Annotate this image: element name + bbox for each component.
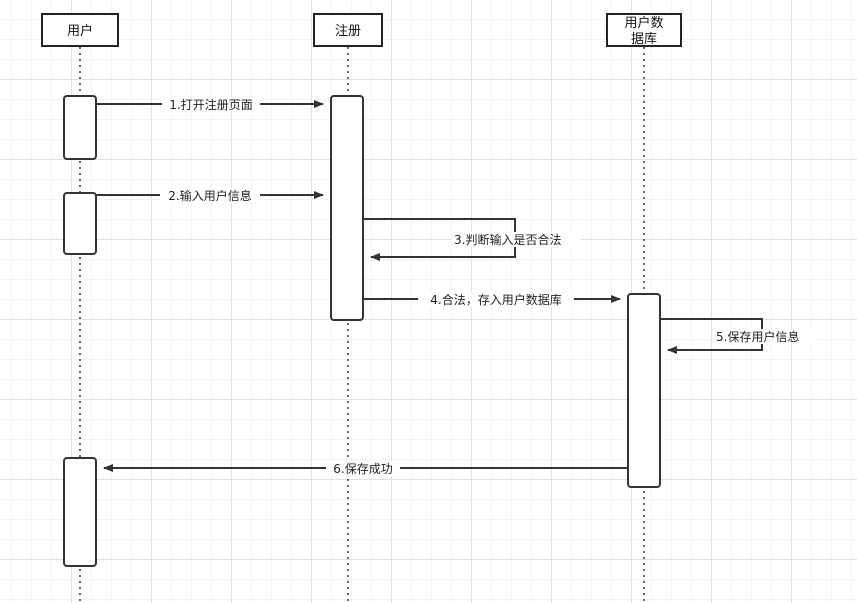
participant-user-label: 用户 <box>67 23 93 39</box>
participant-user[interactable]: 用户 <box>41 13 119 47</box>
message-6[interactable]: 6.保存成功 <box>103 461 628 476</box>
participant-database[interactable]: 用户数 据库 <box>606 13 682 47</box>
message-3-label: 3.判断输入是否合法 <box>454 232 561 247</box>
activation-register[interactable] <box>330 95 364 321</box>
message-4-label: 4.合法，存入用户数据库 <box>430 292 561 307</box>
message-2-label: 2.输入用户信息 <box>168 188 251 203</box>
message-1[interactable]: 1.打开注册页面 <box>96 97 324 112</box>
message-6-label: 6.保存成功 <box>333 462 392 476</box>
activation-database[interactable] <box>627 293 661 488</box>
participant-database-label-line1: 用户数 <box>624 15 663 31</box>
participant-database-label-line2: 据库 <box>631 31 657 47</box>
message-1-label: 1.打开注册页面 <box>169 97 252 112</box>
message-4[interactable]: 4.合法，存入用户数据库 <box>363 292 621 307</box>
message-3[interactable]: 3.判断输入是否合法 <box>363 218 580 261</box>
message-5-label: 5.保存用户信息 <box>716 329 799 344</box>
activation-user-1[interactable] <box>63 95 97 160</box>
participant-register-label: 注册 <box>335 24 361 39</box>
message-2[interactable]: 2.输入用户信息 <box>96 188 324 203</box>
message-5[interactable]: 5.保存用户信息 <box>660 318 812 354</box>
activation-user-2[interactable] <box>63 192 97 255</box>
participant-register[interactable]: 注册 <box>313 13 383 47</box>
activation-user-3[interactable] <box>63 457 97 567</box>
